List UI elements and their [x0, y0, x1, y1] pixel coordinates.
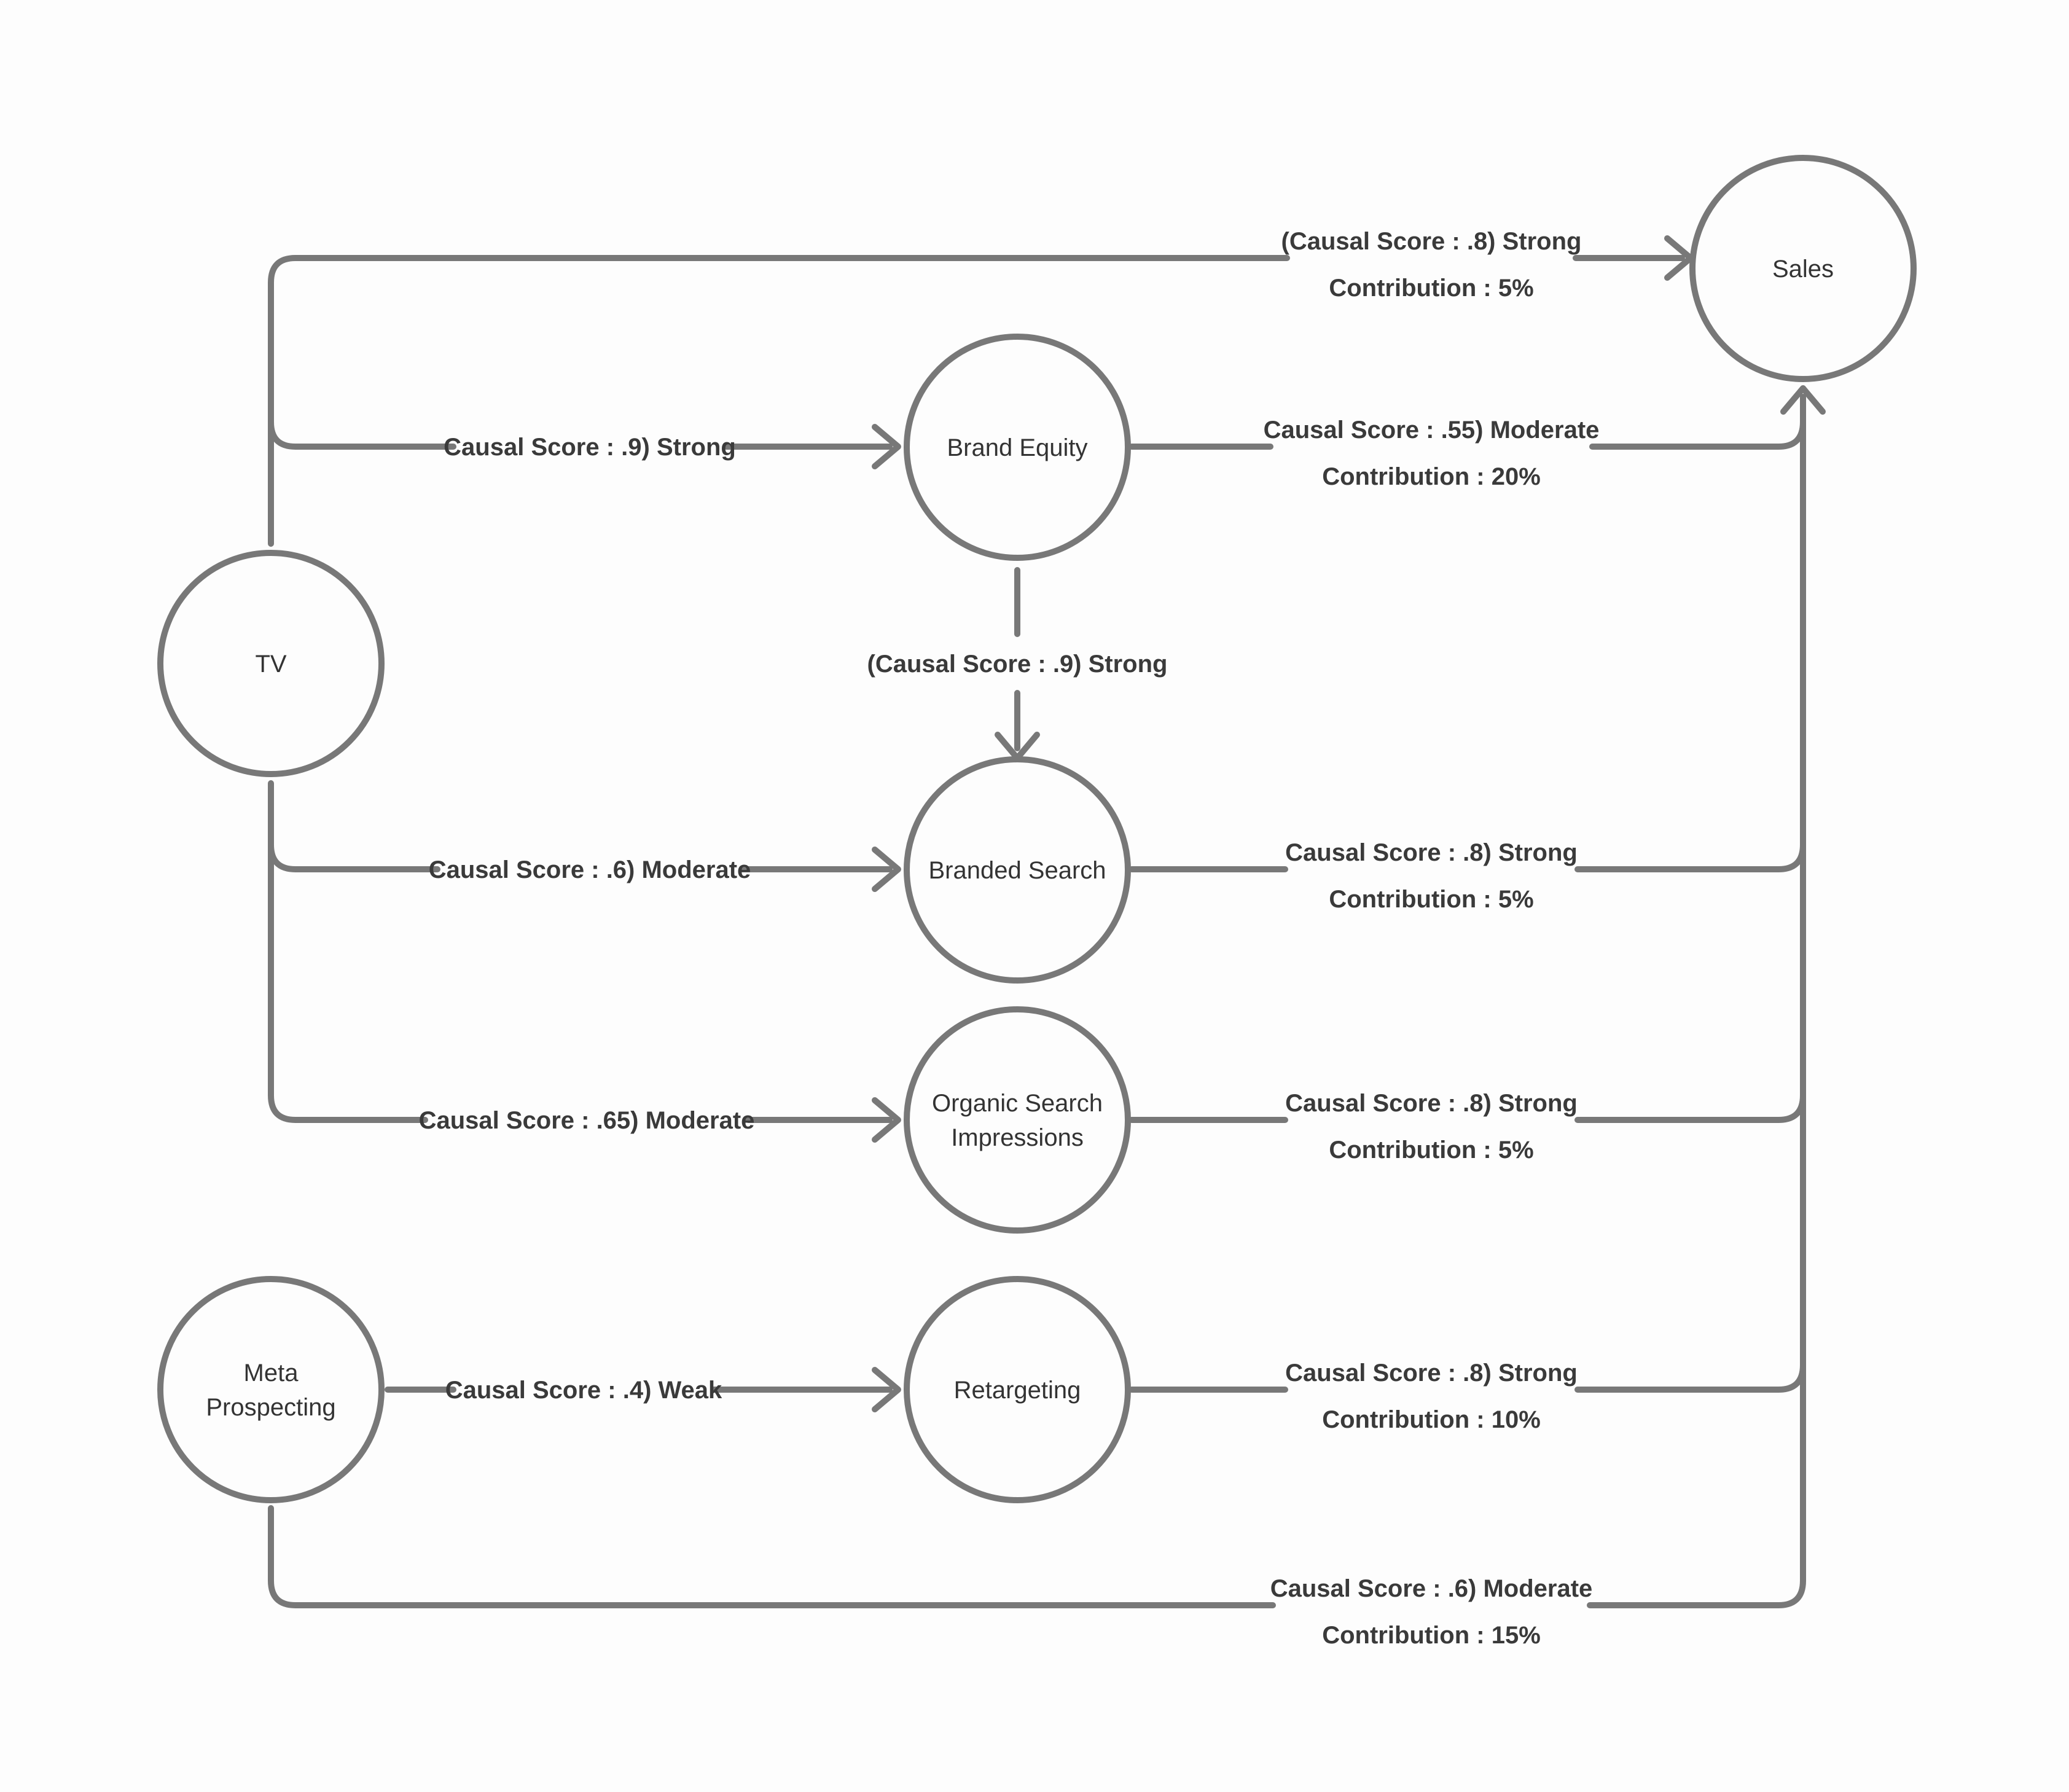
node-label-sales: Sales: [1772, 256, 1834, 283]
edge-tv-organic-search: [268, 780, 893, 1123]
node-circle-retargeting: [904, 1276, 1131, 1503]
edge-label-tv-sales-score: (Causal Score : .8) Strong: [1281, 228, 1582, 255]
node-label-organic-search-impressions-line1: Organic Search: [932, 1090, 1103, 1117]
edge-label-tv-brand-equity-score: Causal Score : .9) Strong: [444, 434, 736, 461]
edge-label-retargeting-sales-score: Causal Score : .8) Strong: [1285, 1360, 1578, 1387]
node-retargeting: Retargeting: [904, 1276, 1131, 1503]
edge-label-brand-equity-sales-score: Causal Score : .55) Moderate: [1264, 417, 1600, 444]
node-circle-meta-prospecting: [157, 1276, 385, 1503]
node-label-retargeting: Retargeting: [954, 1377, 1081, 1404]
node-tv: TV: [157, 550, 385, 777]
node-circle-tv: [157, 550, 385, 777]
node-label-meta-prospecting-line1: Meta: [244, 1360, 299, 1387]
arrowhead-icon-meta-retargeting: [872, 1367, 901, 1412]
edge-label-brand-equity-sales-contribution: Contribution : 20%: [1322, 463, 1541, 490]
edge-layer: [268, 235, 1826, 1608]
edge-label-tv-organic-search-score: Causal Score : .65) Moderate: [419, 1107, 755, 1134]
arrowhead-icon-tv-brand-equity: [872, 424, 901, 469]
node-label-brand-equity: Brand Equity: [947, 434, 1087, 461]
edge-label-organic-search-sales-score: Causal Score : .8) Strong: [1285, 1090, 1578, 1117]
node-label-organic-search-impressions-line2: Impressions: [951, 1124, 1084, 1151]
node-branded-search: Branded Search: [904, 756, 1131, 984]
node-circle-brand-equity: [904, 334, 1131, 561]
edge-label-tv-branded-search-score: Causal Score : .6) Moderate: [429, 856, 751, 883]
edge-label-layer: (Causal Score : .8) Strong Contribution …: [419, 228, 1600, 1649]
node-circle-organic-search-impressions: [904, 1006, 1131, 1234]
edge-label-retargeting-sales-contribution: Contribution : 10%: [1322, 1406, 1541, 1433]
edge-label-meta-sales-contribution: Contribution : 15%: [1322, 1622, 1541, 1649]
edge-tv-brand-equity: [268, 419, 893, 450]
node-brand-equity: Brand Equity: [904, 334, 1131, 561]
edge-label-branded-search-sales-contribution: Contribution : 5%: [1329, 886, 1533, 913]
node-organic-search-impressions: Organic Search Impressions: [904, 1006, 1131, 1234]
edge-label-tv-sales-contribution: Contribution : 5%: [1329, 275, 1533, 302]
node-circle-branded-search: [904, 756, 1131, 984]
node-sales: Sales: [1689, 155, 1917, 382]
edge-label-brand-equity-branded-search-score: (Causal Score : .9) Strong: [867, 651, 1168, 678]
edge-label-branded-search-sales-score: Causal Score : .8) Strong: [1285, 839, 1578, 866]
edge-label-meta-sales-score: Causal Score : .6) Moderate: [1270, 1575, 1593, 1602]
node-meta-prospecting: Meta Prospecting: [157, 1276, 385, 1503]
arrowhead-icon-trunk-sales: [1780, 385, 1826, 415]
node-label-tv: TV: [255, 651, 286, 678]
node-layer: TV Meta Prospecting Brand Equity Branded…: [157, 155, 1917, 1503]
edge-tv-sales: [268, 255, 1685, 547]
node-label-meta-prospecting-line2: Prospecting: [206, 1394, 335, 1421]
edge-label-meta-retargeting-score: Causal Score : .4) Weak: [445, 1377, 722, 1404]
node-label-branded-search: Branded Search: [928, 857, 1106, 884]
edge-label-organic-search-sales-contribution: Contribution : 5%: [1329, 1137, 1533, 1164]
arrowhead-icon-tv-branded-search: [872, 847, 901, 892]
edge-meta-sales: [268, 394, 1806, 1608]
arrowhead-icon-tv-organic-search: [872, 1097, 901, 1143]
node-circle-sales: [1689, 155, 1917, 382]
